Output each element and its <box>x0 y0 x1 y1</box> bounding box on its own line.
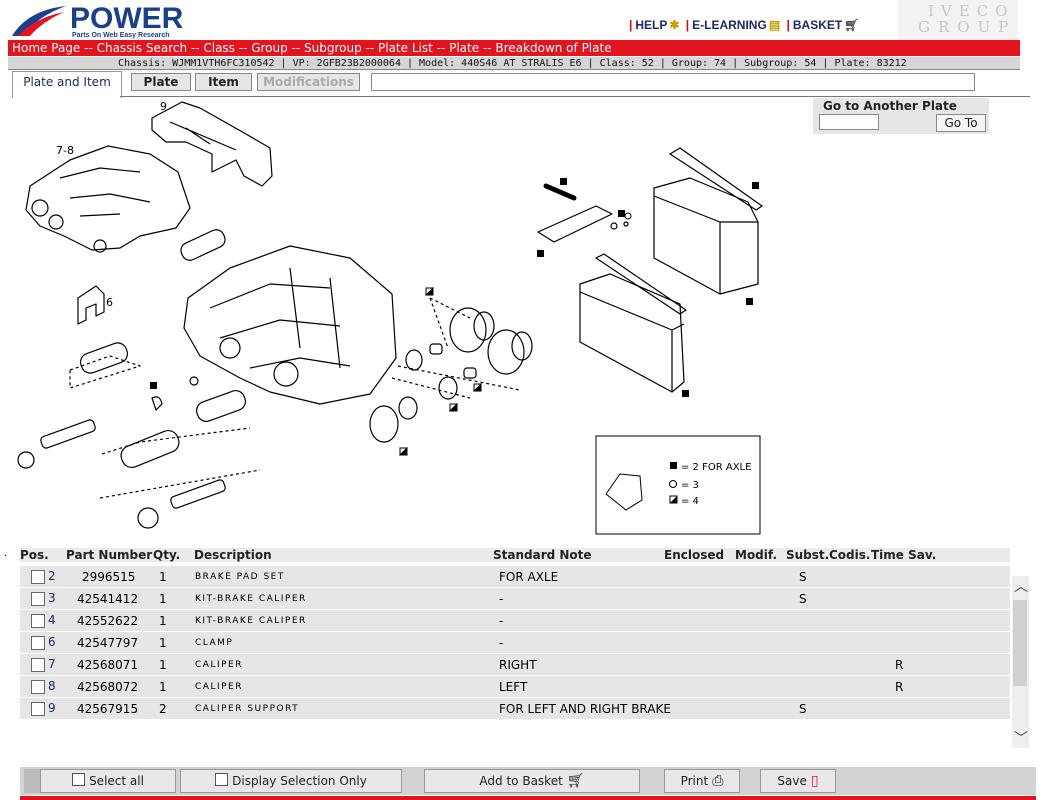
plate-number-input[interactable] <box>819 114 879 130</box>
help-link[interactable]: HELP <box>635 18 668 32</box>
row-pos-link[interactable]: 8 <box>48 679 56 693</box>
table-row[interactable]: 7 42568071 1 CALIPER RIGHT R <box>20 654 1010 676</box>
exploded-parts-diagram: 9 7-8 6 = 2 FOR AXLE = 3 = 4 <box>17 100 763 535</box>
table-row[interactable]: 8 42568072 1 CALIPER LEFT R <box>20 676 1010 698</box>
modifications-button: Modifications <box>257 73 360 91</box>
table-scrollbar[interactable]: ︿ ﹀ <box>1012 576 1029 748</box>
cart-icon: 🛒︎ <box>566 773 585 789</box>
scroll-up-icon[interactable]: ︿ <box>1014 579 1028 595</box>
save-icon: ▯ <box>810 773 819 789</box>
table-row[interactable]: 9 42567915 2 CALIPER SUPPORT FOR LEFT AN… <box>20 698 1010 720</box>
col-pos: Pos. <box>20 548 49 562</box>
row-pos-link[interactable]: 6 <box>48 635 56 649</box>
goto-plate-panel: Go to Another Plate Go To <box>813 98 989 134</box>
row-pos-link[interactable]: 7 <box>48 657 56 671</box>
col-part-number: Part Number <box>66 548 153 562</box>
legend-item-axle: = 2 FOR AXLE <box>681 462 751 473</box>
row-checkbox[interactable] <box>31 680 45 694</box>
tab-plate-and-item[interactable]: Plate and Item <box>12 71 122 98</box>
parts-table: 2 2996515 1 BRAKE PAD SET FOR AXLE S 3 4… <box>20 566 1010 720</box>
table-row[interactable]: 4 42552622 1 KIT-BRAKE CALIPER - <box>20 610 1010 632</box>
diagram-legend: = 2 FOR AXLE = 3 = 4 <box>595 435 761 535</box>
top-nav: |HELP✱ |E-LEARNING▤ |BASKET🛒︎ <box>629 18 860 32</box>
print-button[interactable]: Print⎙ <box>664 769 740 793</box>
clamp-part[interactable] <box>77 285 105 325</box>
cart-icon: 🛒︎ <box>844 18 860 32</box>
logo-tagline: Parts On Web Easy Research <box>72 32 170 39</box>
swoosh-icon <box>12 6 66 36</box>
scroll-thumb[interactable] <box>1013 600 1027 686</box>
legend-item-3: = 3 <box>681 480 699 491</box>
table-row[interactable]: 6 42547797 1 CLAMP - <box>20 632 1010 654</box>
callout-9: 9 <box>160 100 167 113</box>
footer-toolbar: Select all Display Selection Only Add to… <box>20 767 1036 795</box>
row-checkbox[interactable] <box>31 636 45 650</box>
row-pos-link[interactable]: 4 <box>48 613 56 627</box>
plate-title-field <box>371 73 975 91</box>
breadcrumb[interactable]: Home Page -- Chassis Search -- Class -- … <box>8 40 1020 56</box>
goto-title: Go to Another Plate <box>823 99 957 113</box>
col-qty: Qty. <box>153 548 181 562</box>
select-all-button[interactable]: Select all <box>40 769 176 793</box>
elearning-link[interactable]: E-LEARNING <box>692 18 767 32</box>
lightbulb-icon: ✱ <box>669 18 680 32</box>
printer-icon: ⎙ <box>712 773 724 789</box>
item-button[interactable]: Item <box>195 73 252 91</box>
caliper-part[interactable] <box>25 145 191 253</box>
table-row[interactable]: 2 2996515 1 BRAKE PAD SET FOR AXLE S <box>20 566 1010 588</box>
basket-link[interactable]: BASKET <box>792 18 843 32</box>
row-checkbox[interactable] <box>31 614 45 628</box>
guide-sleeve-part[interactable] <box>178 227 227 263</box>
row-checkbox[interactable] <box>31 702 45 716</box>
row-pos-link[interactable]: 2 <box>48 569 56 583</box>
display-selection-button[interactable]: Display Selection Only <box>180 769 402 793</box>
power-logo[interactable]: POWER Parts On Web Easy Research <box>8 2 188 40</box>
row-pos-link[interactable]: 9 <box>48 701 56 715</box>
brake-pad-set-part[interactable] <box>537 147 763 393</box>
col-subst: Subst. <box>786 548 830 562</box>
select-all-checkbox[interactable] <box>72 773 86 786</box>
legend-item-4: = 4 <box>681 496 699 507</box>
add-to-basket-button[interactable]: Add to Basket🛒︎ <box>424 769 640 793</box>
save-button[interactable]: Save▯ <box>760 769 836 793</box>
row-checkbox[interactable] <box>31 570 45 584</box>
main-caliper-part[interactable] <box>183 245 397 405</box>
caliper-support-part[interactable] <box>151 101 273 187</box>
callout-6: 6 <box>106 296 113 309</box>
goto-button[interactable]: Go To <box>936 114 986 132</box>
logo-text: POWER <box>70 2 184 35</box>
callout-7-8: 7-8 <box>56 144 74 157</box>
parts-table-header: Pos. Part Number Qty. Description Standa… <box>20 548 1010 562</box>
display-selection-checkbox[interactable] <box>215 773 229 786</box>
scroll-down-icon[interactable]: ﹀ <box>1014 731 1028 747</box>
col-time-sav: Time Sav. <box>871 548 937 562</box>
row-checkbox[interactable] <box>31 592 45 606</box>
table-row[interactable]: 3 42541412 1 KIT-BRAKE CALIPER - S <box>20 588 1010 610</box>
iveco-group-logo: IVECO GROUP <box>898 0 1018 40</box>
row-pos-link[interactable]: 3 <box>48 591 56 605</box>
book-icon: ▤ <box>768 18 781 32</box>
col-enclosed: Enclosed <box>664 548 725 562</box>
col-standard-note: Standard Note <box>493 548 592 562</box>
row-checkbox[interactable] <box>31 658 45 672</box>
plate-button[interactable]: Plate <box>131 73 191 91</box>
col-description: Description <box>194 548 272 562</box>
col-codis: Codis. <box>829 548 871 562</box>
col-modif: Modif. <box>735 548 778 562</box>
vehicle-info-bar: Chassis: WJMM1VTH6FC310542 | VP: 2GFB23B… <box>8 57 1020 70</box>
